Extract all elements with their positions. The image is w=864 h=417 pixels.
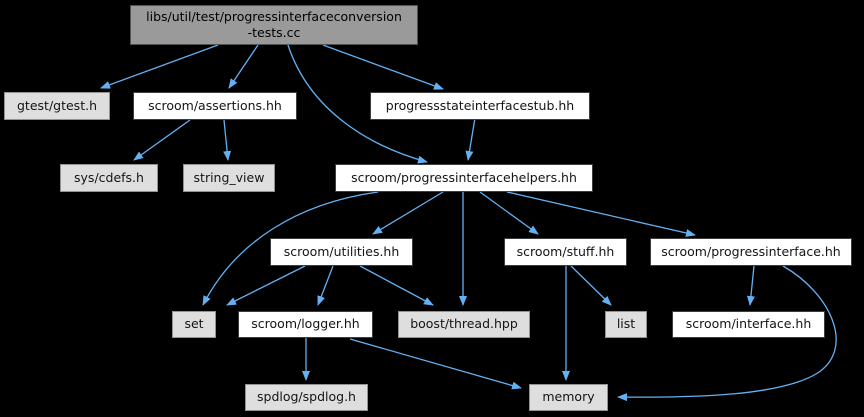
edge-utilities-logger [317,265,334,306]
node-assertions[interactable]: scroom/assertions.hh [133,92,297,120]
node-stuff-label: scroom/stuff.hh [516,243,615,259]
node-gtest-label: gtest/gtest.h [17,97,97,113]
edge-stuff-list [570,265,612,306]
edge-helpers-stuff [479,191,539,235]
node-spdlog-label: spdlog/spdlog.h [257,389,356,405]
edge-tests-cc-gtest [100,44,219,89]
node-interface[interactable]: scroom/interface.hh [672,311,825,338]
edge-tests-cc-helpers [287,44,428,164]
node-logger[interactable]: scroom/logger.hh [238,311,373,338]
node-interface-label: scroom/interface.hh [685,316,812,332]
node-string-view[interactable]: string_view [183,164,275,192]
node-boost-thread-label: boost/thread.hpp [410,316,518,332]
node-tests-cc[interactable]: libs/util/test/progressinterfaceconversi… [130,5,418,45]
edge-helpers-utilities [372,191,444,235]
edge-progressinterface-interface [746,265,755,306]
node-list-label: list [616,316,636,332]
edge-logger-memory [349,338,522,390]
node-list[interactable]: list [605,311,647,338]
node-memory[interactable]: memory [529,384,608,411]
edge-assertions-cdefs [133,119,191,161]
node-utilities-label: scroom/utilities.hh [283,243,400,259]
node-cdefs-label: sys/cdefs.h [74,169,144,185]
node-tests-cc-label-line1: libs/util/test/progressinterfaceconversi… [146,8,402,24]
node-string-view-label: string_view [193,169,265,185]
node-assertions-label: scroom/assertions.hh [148,97,282,113]
edge-utilities-boost-thread [359,265,434,306]
node-gtest[interactable]: gtest/gtest.h [4,92,110,120]
node-stuff[interactable]: scroom/stuff.hh [504,238,627,266]
edge-utilities-set [226,265,306,306]
edge-stub-helpers [465,117,476,161]
edge-progressinterface-memory [617,265,837,402]
node-progressinterface[interactable]: scroom/progressinterface.hh [650,238,852,266]
node-cdefs[interactable]: sys/cdefs.h [60,164,158,192]
node-helpers-label: scroom/progressinterfacehelpers.hh [351,169,577,185]
node-boost-thread[interactable]: boost/thread.hpp [398,311,530,338]
node-progressinterface-label: scroom/progressinterface.hh [661,243,841,259]
node-spdlog[interactable]: spdlog/spdlog.h [245,384,368,411]
edge-helpers-progressinterface [506,191,696,237]
node-tests-cc-label-line2: -tests.cc [247,25,301,40]
node-memory-label: memory [542,389,595,405]
node-helpers[interactable]: scroom/progressinterfacehelpers.hh [335,164,593,192]
edge-tests-cc-stub [322,44,444,90]
edge-helpers-set [202,191,379,306]
node-set[interactable]: set [172,311,216,338]
node-logger-label: scroom/logger.hh [251,316,360,332]
node-stub-label: progressstateinterfacestub.hh [385,97,575,113]
node-utilities[interactable]: scroom/utilities.hh [270,238,413,266]
edge-tests-cc-assertions [228,44,259,89]
edge-assertions-string-view [223,119,232,161]
node-set-label: set [184,316,204,332]
node-stub[interactable]: progressstateinterfacestub.hh [370,92,590,120]
